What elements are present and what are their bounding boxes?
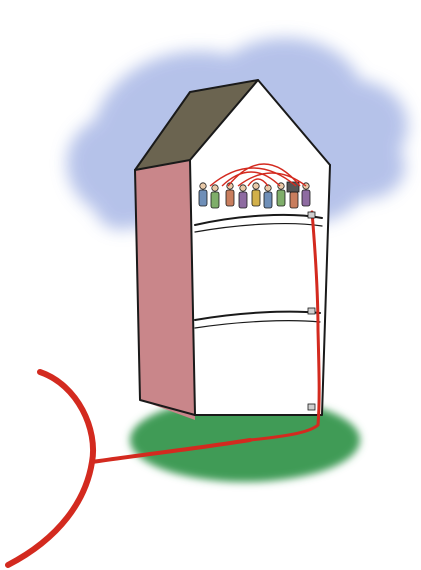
- person-figure: [252, 183, 260, 206]
- wall-socket: [308, 404, 315, 410]
- wall-socket: [308, 308, 315, 314]
- people-group: [199, 182, 310, 208]
- person-figure: [277, 183, 285, 206]
- house-side-wall: [135, 160, 195, 420]
- person-figure: [199, 183, 207, 206]
- wall-socket: [308, 212, 315, 218]
- person-figure: [302, 183, 310, 206]
- person-figure: [264, 185, 272, 208]
- person-figure: [211, 185, 219, 208]
- person-figure: [239, 185, 247, 208]
- person-figure: [226, 183, 234, 206]
